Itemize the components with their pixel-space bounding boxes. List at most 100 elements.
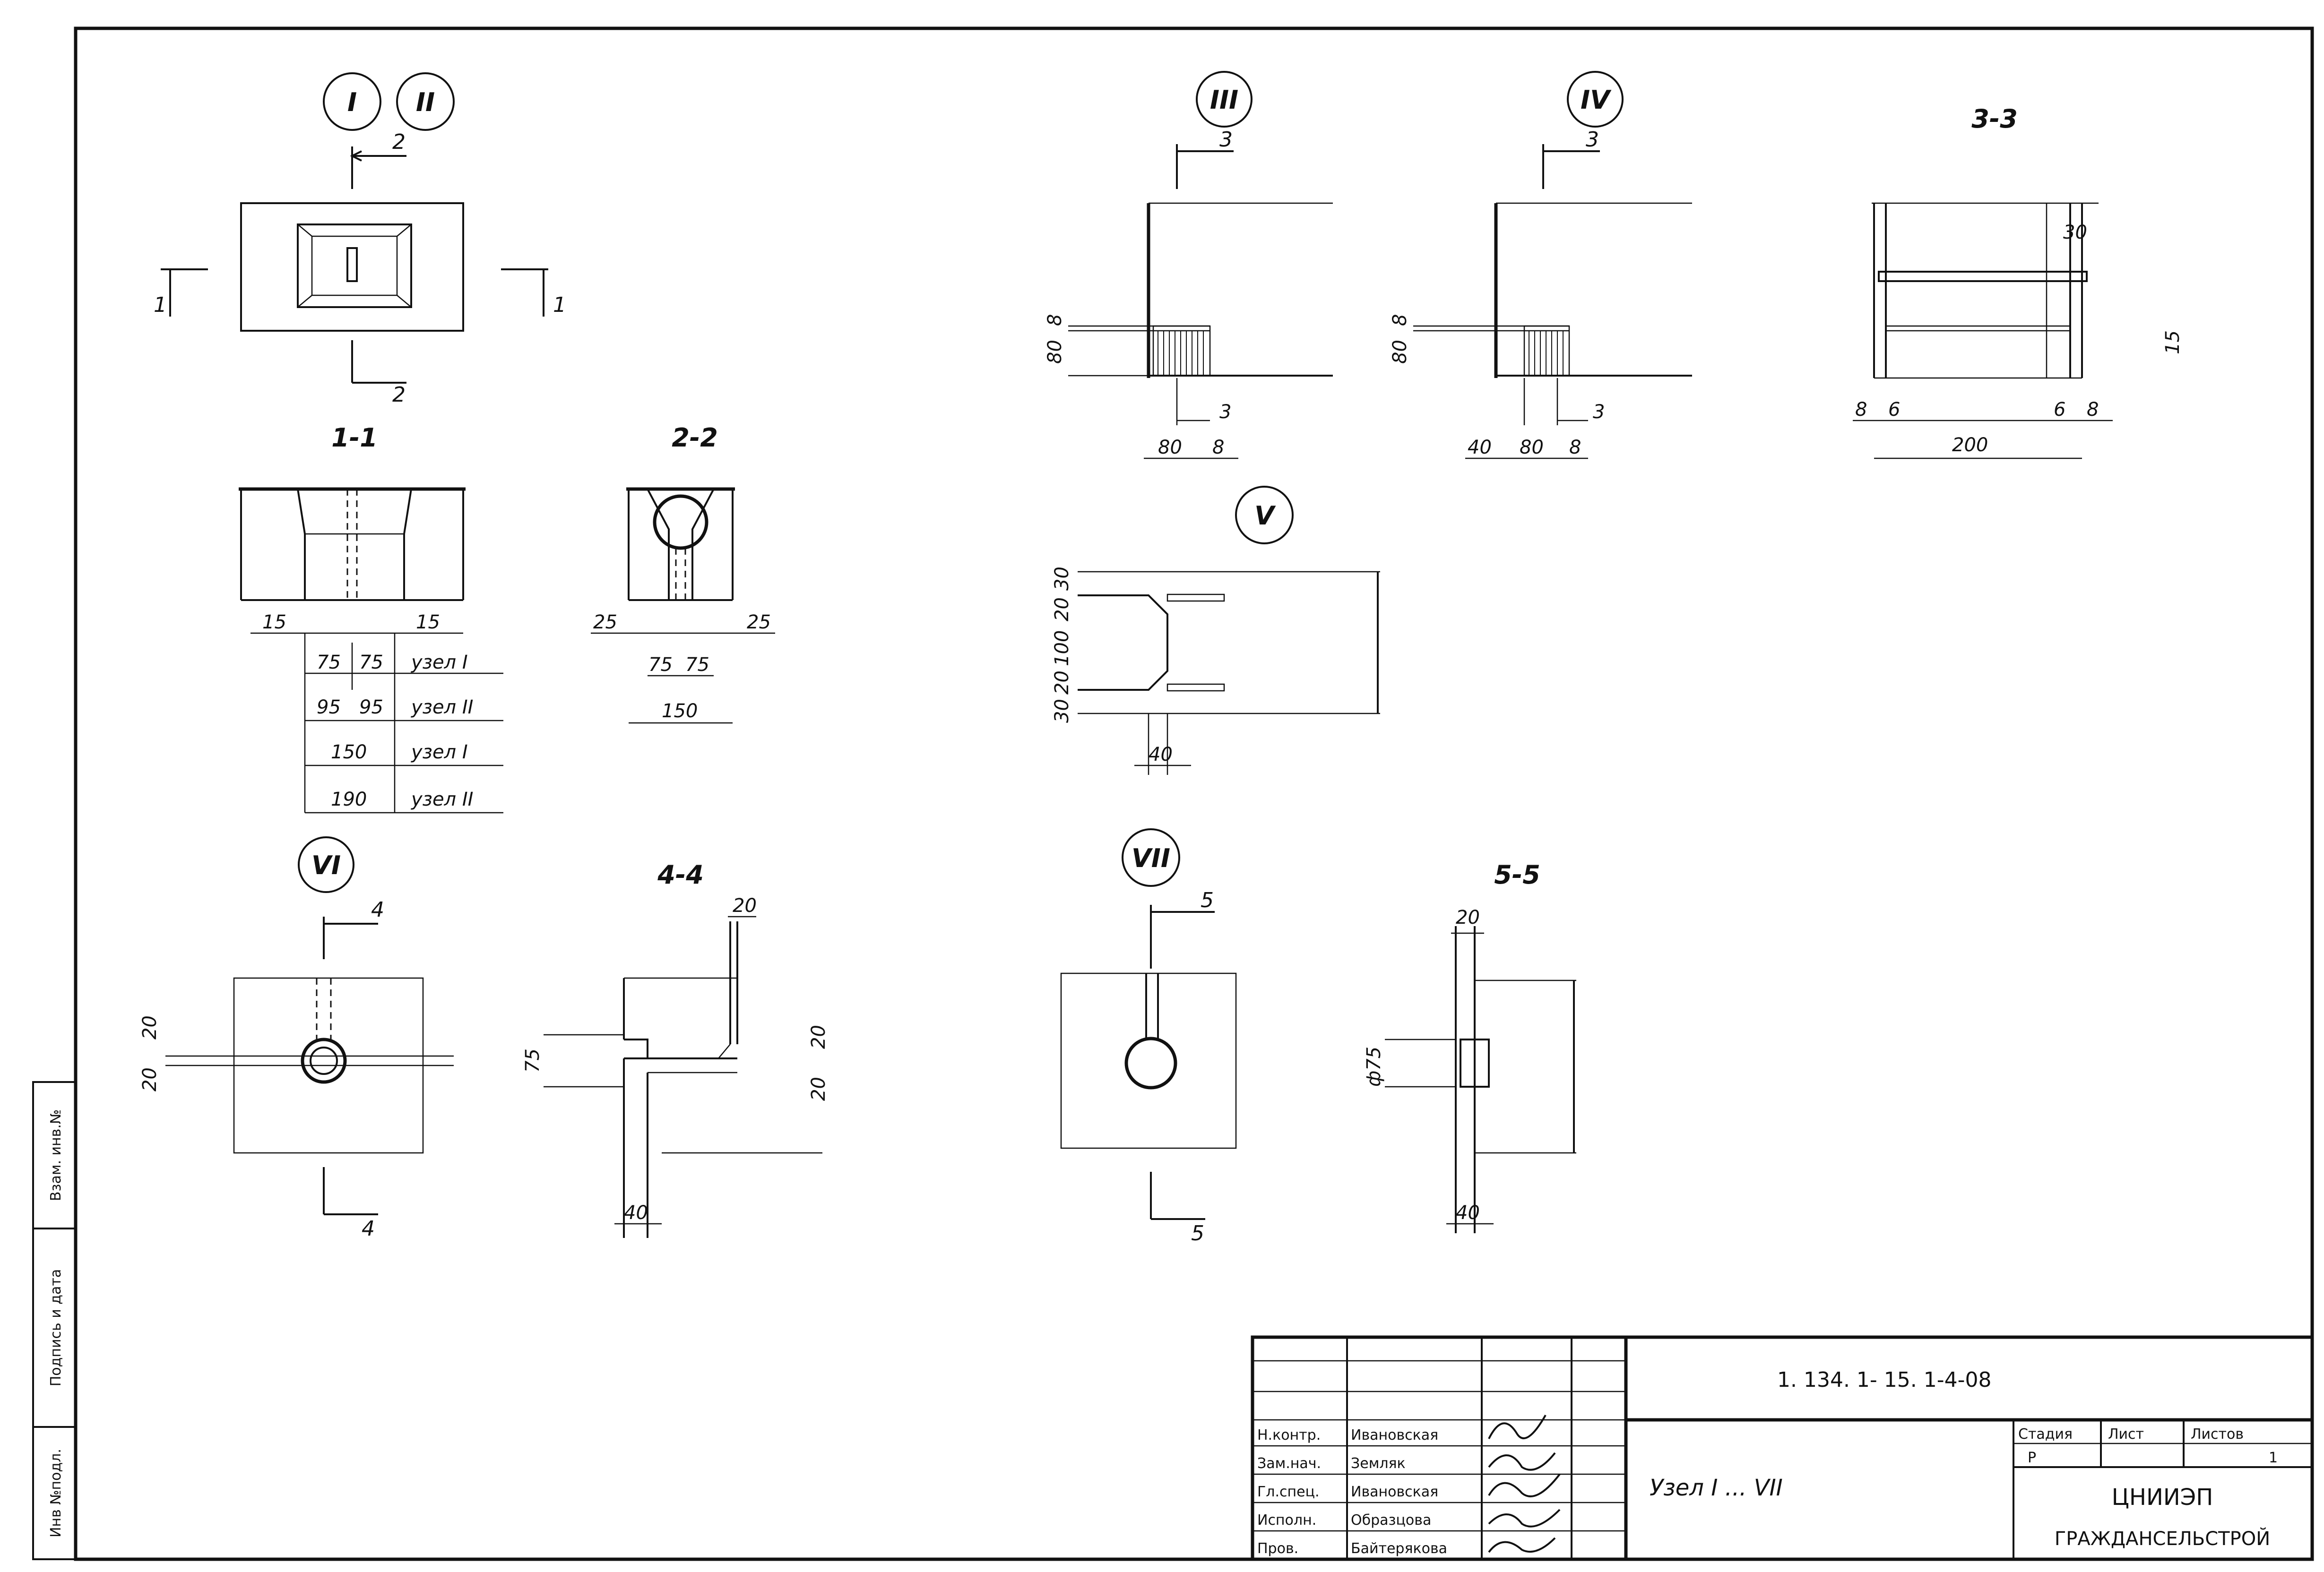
- section-2-2-title: 2-2: [672, 423, 718, 453]
- dim-n5-30-top: 30: [1051, 567, 1073, 591]
- section-1-1: 1-1 15 15: [239, 423, 466, 634]
- node-label-7: VII: [1132, 843, 1170, 873]
- cut-3-node-3: 3: [1219, 128, 1233, 152]
- org-name-2: ГРАЖДАНСЕЛЬСТРОЙ: [2055, 1527, 2270, 1550]
- dim-3-3-8-right: 8: [2087, 399, 2099, 421]
- node-dimension-table: 75 75 узел I 95 95 узел II 150 узел I 19…: [304, 633, 503, 814]
- node-marker-3: [1196, 71, 1253, 128]
- node-7-opening: [1124, 1037, 1177, 1090]
- side-stamp: Инв №подл. Подпись и дата Взам. инв.№: [32, 1081, 77, 1560]
- node-4-insert: [1523, 325, 1570, 377]
- dim-n5-100: 100: [1051, 630, 1073, 666]
- tbl-190: 190: [331, 789, 367, 810]
- role-5: Пров.: [1257, 1540, 1298, 1557]
- dim-2-2-25-right: 25: [747, 611, 771, 633]
- dim-1-1-15-right: 15: [416, 611, 440, 633]
- cut-5-top: 5: [1201, 888, 1214, 912]
- node-5-lower-insert: [1166, 683, 1225, 692]
- dim-3-3-15: 15: [2162, 330, 2184, 354]
- title-block-title: Узел I ... VII: [1650, 1475, 1783, 1501]
- section-3-3: 3-3 30 15 8 6 6 8 200: [1853, 104, 2184, 459]
- dim-n5-40: 40: [1149, 744, 1173, 765]
- node-3: III 3 80 8 3 80 8: [1044, 71, 1333, 459]
- dim-4-4-40: 40: [624, 1202, 648, 1224]
- cut-4-top: 4: [371, 898, 384, 922]
- dim-n5-20-bottom: 20: [1051, 670, 1073, 695]
- dim-2-2-75-right: 75: [685, 654, 709, 676]
- cut-2-bottom: 2: [392, 383, 406, 407]
- node-4: IV 3 80 8 3 40 80 8: [1389, 71, 1692, 459]
- dim-n6-20-bottom: 20: [139, 1067, 161, 1091]
- node-6-ring-inner: [310, 1047, 338, 1075]
- node-5-upper-insert: [1166, 593, 1225, 602]
- section-4-4: 4-4 20 20 20 75 40: [522, 860, 829, 1238]
- dim-3-3-8-left: 8: [1855, 399, 1867, 421]
- section-2-2-opening: [653, 494, 708, 550]
- dim-n4-40: 40: [1468, 437, 1492, 458]
- tbl-node-2-b: узел II: [411, 789, 473, 810]
- dim-1-1-15-left: 15: [262, 611, 286, 633]
- tbl-node-2-a: узел II: [411, 696, 473, 718]
- node-marker-2: [396, 72, 455, 131]
- dim-5-5-40: 40: [1456, 1202, 1480, 1224]
- stage-value: Р: [2028, 1450, 2036, 1466]
- name-3: Ивановская: [1351, 1484, 1438, 1500]
- tbl-75-a: 75: [317, 652, 341, 673]
- node-marker-4: [1567, 71, 1624, 128]
- node-label-4: IV: [1581, 85, 1612, 115]
- dim-2-2-75-left: 75: [648, 654, 673, 676]
- node-6-ring-outer: [301, 1038, 347, 1084]
- node-label-2: II: [416, 87, 435, 117]
- dim-2-2-25-left: 25: [593, 611, 617, 633]
- section-3-3-title: 3-3: [1971, 104, 2018, 134]
- role-4: Исполн.: [1257, 1512, 1316, 1529]
- node-6: VI 4 20 20 4: [139, 836, 454, 1241]
- dim-5-5-phi75: ф75: [1363, 1047, 1385, 1087]
- node-5: V 30 20 100 20 30 40: [1051, 486, 1380, 775]
- dim-n4-8b: 8: [1569, 437, 1581, 458]
- section-3-3-plate: [1878, 271, 2088, 282]
- node-label-1: I: [347, 87, 357, 117]
- cut-5-bottom: 5: [1191, 1221, 1204, 1246]
- dim-n3-80b: 80: [1158, 437, 1182, 458]
- title-block-frame: [1251, 1335, 2314, 1561]
- title-block: Н.контр. Зам.нач. Гл.спец. Исполн. Пров.…: [1251, 1335, 2314, 1561]
- tbl-95-a: 95: [317, 696, 341, 718]
- dim-4-4-20-top: 20: [733, 895, 757, 917]
- cut-2-top: 2: [392, 130, 406, 154]
- dim-n3-8b: 8: [1212, 437, 1224, 458]
- dim-3-3-30: 30: [2063, 222, 2087, 243]
- tbl-150: 150: [331, 741, 367, 763]
- dim-2-2-150: 150: [662, 700, 698, 722]
- node-marker-7: [1122, 828, 1180, 887]
- name-5: Байтерякова: [1351, 1540, 1447, 1557]
- cut-4-bottom: 4: [362, 1217, 375, 1241]
- node-marker-6: [298, 836, 354, 893]
- role-1: Н.контр.: [1257, 1427, 1321, 1443]
- name-2: Земляк: [1351, 1455, 1406, 1472]
- signature-marks: [1488, 1415, 1561, 1553]
- node-marker-1: [323, 72, 381, 131]
- dim-n4-80: 80: [1389, 340, 1411, 364]
- node-label-3: III: [1210, 85, 1238, 115]
- node-1-2-plan: I II 2 2 1 1: [154, 72, 566, 407]
- dim-4-4-75: 75: [522, 1048, 544, 1073]
- dim-n4-80b: 80: [1520, 437, 1544, 458]
- cut-1-right: 1: [553, 293, 566, 317]
- section-4-4-title: 4-4: [657, 860, 704, 890]
- role-3: Гл.спец.: [1257, 1484, 1320, 1500]
- plan-outline: [240, 202, 464, 332]
- node-7: VII 5 5: [1060, 828, 1237, 1246]
- org-name-1: ЦНИИЭП: [2112, 1484, 2213, 1511]
- side-stamp-frame: [32, 1081, 77, 1560]
- dim-n3-3: 3: [1219, 401, 1231, 423]
- dim-n4-8: 8: [1389, 314, 1411, 326]
- tbl-node-1-a: узел I: [411, 652, 468, 673]
- cut-3-node-4: 3: [1586, 128, 1599, 152]
- dim-n6-20-top: 20: [139, 1015, 161, 1039]
- sheet-frame: [74, 26, 2314, 1561]
- stamp-replace-label: Взам. инв.№: [48, 1109, 64, 1201]
- node-marker-5: [1235, 486, 1294, 544]
- node-7-panel: [1060, 972, 1237, 1149]
